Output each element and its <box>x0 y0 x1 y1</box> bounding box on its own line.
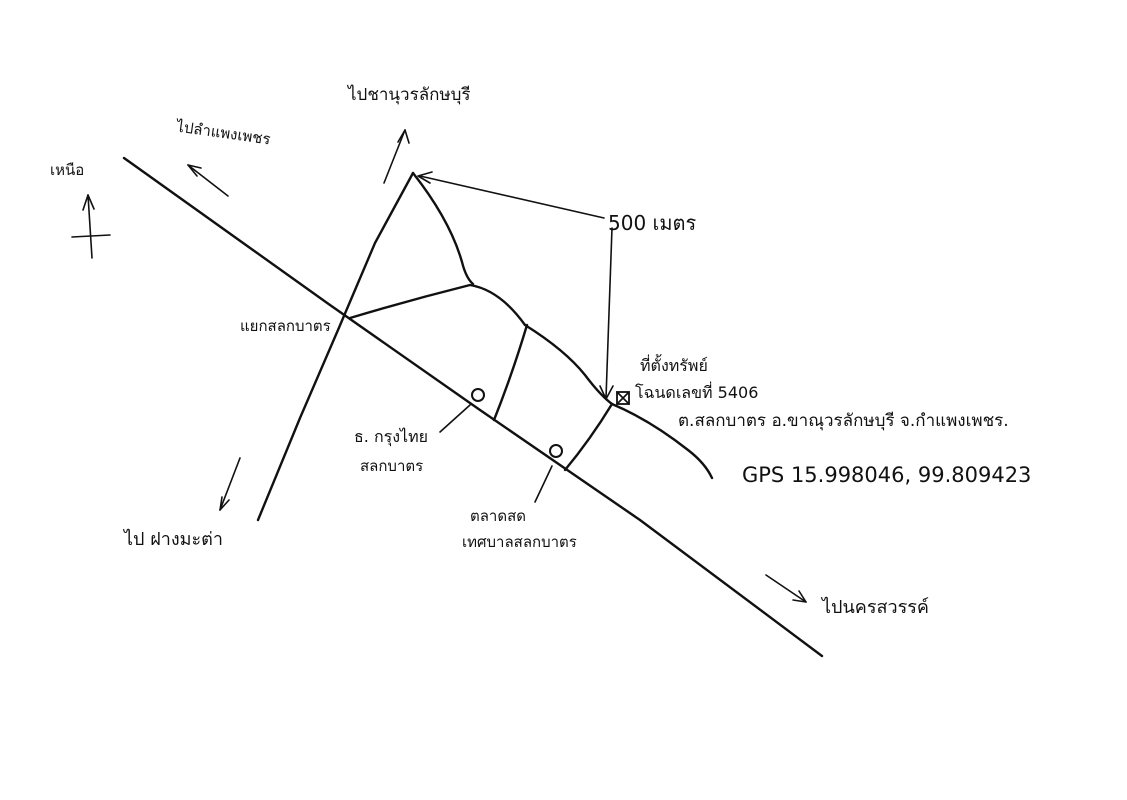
market-marker-icon <box>549 444 563 458</box>
arrow-to-khanu <box>383 129 406 184</box>
inner-road-2 <box>563 402 614 472</box>
secondary-road <box>256 171 415 522</box>
inner-road-1 <box>492 323 529 422</box>
to-nakhon-sawan-label: ไปนครสวรรค์ <box>822 597 929 618</box>
market-label-line1: ตลาดสด <box>470 507 526 525</box>
distance-arrow-site-head <box>599 385 614 400</box>
gps-label: GPS 15.998046, 99.809423 <box>742 463 1032 487</box>
distance-arrow-to-top <box>419 175 605 219</box>
site-label-line1: ที่ตั้งทรัพย์ <box>640 356 708 375</box>
distance-arrow-to-site <box>605 227 613 399</box>
market-label-line2: เทศบาลสลกบาตร <box>462 533 577 551</box>
address-label: ต.สลกบาตร อ.ขาณุวรลักษบุรี จ.กำแพงเพชร. <box>678 411 1009 431</box>
arrow-to-south-head <box>219 496 230 511</box>
arrow-to-nakhon-sawan <box>765 574 807 603</box>
north-label: เหนือ <box>50 161 85 179</box>
market-pointer <box>534 465 553 503</box>
east-branch-road <box>348 283 614 406</box>
curved-connector-road <box>411 171 475 286</box>
bank-pointer <box>439 404 471 433</box>
arrow-to-nakhon-sawan-head <box>792 590 807 603</box>
distance-arrow-top-head <box>417 171 433 184</box>
to-khanu-label: ไปชานุวรลักษบุรี <box>348 85 471 105</box>
main-highway <box>122 156 824 658</box>
arrow-to-lam-phang-phet <box>187 164 229 197</box>
junction-label: แยกสลกบาตร <box>240 317 331 335</box>
bank-label-line1: ธ. กรุงไทย <box>354 427 428 446</box>
site-marker-icon <box>616 391 630 405</box>
north-arrow-icon <box>71 194 111 259</box>
frontage-road <box>610 402 714 480</box>
arrow-to-south <box>219 457 241 511</box>
arrow-to-lam-phang-phet-head <box>187 164 202 177</box>
arrow-to-khanu-head <box>397 129 410 144</box>
bank-label-line2: สลกบาตร <box>360 457 424 475</box>
site-label-line2: โฉนดเลขที่ 5406 <box>635 383 759 402</box>
to-south-label: ไป ฝางมะต่า <box>124 529 223 550</box>
distance-label: 500 เมตร <box>608 211 697 235</box>
bank-marker-icon <box>471 388 485 402</box>
